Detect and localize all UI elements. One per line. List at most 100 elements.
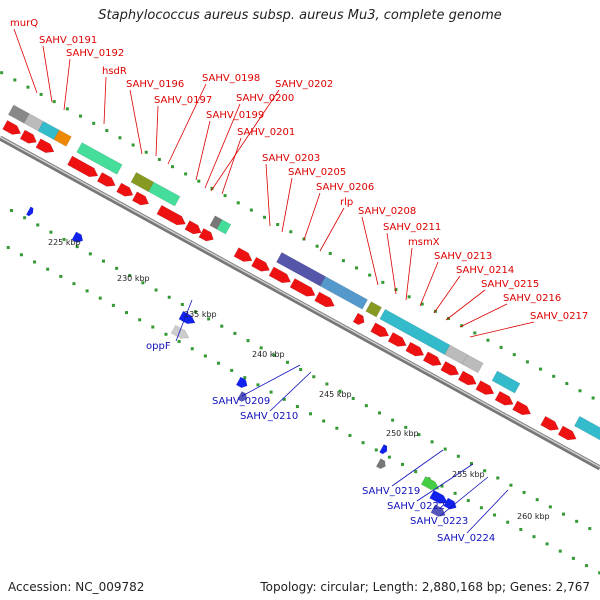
forward-cds	[131, 191, 150, 206]
tick-dot	[578, 389, 582, 393]
tick-dot	[417, 433, 421, 437]
forward-cds	[440, 361, 460, 376]
tick-dot	[407, 295, 411, 299]
tick-dot	[236, 201, 240, 205]
tick-dot	[193, 310, 197, 314]
tick-dot	[128, 274, 132, 278]
tick-dot	[65, 107, 69, 111]
tick-dot	[381, 280, 385, 284]
forward-cds-shape	[494, 390, 514, 406]
reverse-gene-label: oppF	[146, 341, 171, 352]
forward-cds	[405, 341, 425, 357]
forward-cds	[116, 182, 134, 197]
tick-dot	[19, 253, 23, 257]
label-leader	[42, 45, 53, 103]
label-leader	[416, 463, 474, 502]
forward-block-shape	[379, 308, 451, 355]
tick-dot	[496, 476, 500, 480]
tick-dot	[588, 527, 592, 531]
tick-dot	[85, 289, 89, 293]
tick-dot	[157, 157, 161, 161]
forward-gene-label: SAHV_0216	[503, 293, 561, 304]
forward-gene-label: SAHV_0192	[66, 48, 124, 59]
tick-dot	[591, 396, 595, 400]
tick-dot	[6, 246, 10, 250]
forward-cds	[512, 400, 532, 416]
tick-dot	[272, 353, 276, 357]
tick-dot	[13, 78, 17, 82]
tick-dot	[456, 454, 460, 458]
tick-dot	[377, 411, 381, 415]
tick-dot	[249, 208, 253, 212]
reverse-gene-label: SAHV_0223	[410, 516, 468, 527]
forward-block	[319, 276, 368, 310]
tick-dot	[299, 368, 303, 372]
reverse-cds	[235, 376, 248, 389]
tick-dot	[558, 549, 562, 553]
forward-cds-shape	[422, 351, 442, 367]
label-leader	[129, 89, 143, 155]
tick-dot	[285, 360, 289, 364]
reverse-cds	[237, 391, 247, 402]
forward-cds-shape	[251, 256, 270, 272]
reverse-gene-label: SAHV_0219	[362, 486, 420, 497]
tick-dot	[325, 382, 329, 386]
forward-block	[379, 308, 451, 355]
tick-dot	[401, 462, 405, 466]
tick-dot	[118, 136, 122, 140]
tick-dot	[364, 404, 368, 408]
forward-cds-shape	[67, 155, 99, 178]
forward-gene-label: SAHV_0211	[383, 222, 441, 233]
forward-gene-label: SAHV_0217	[530, 311, 588, 322]
tick-dot	[33, 260, 37, 264]
forward-cds-shape	[116, 182, 134, 197]
forward-block-shape	[444, 344, 468, 365]
tick-dot	[246, 339, 250, 343]
tick-dot	[522, 490, 526, 494]
label-leader	[459, 303, 508, 328]
tick-dot	[72, 282, 76, 286]
label-leader	[221, 137, 242, 195]
tick-dot	[75, 245, 79, 249]
forward-cds	[251, 256, 270, 272]
forward-cds-shape	[233, 247, 253, 262]
forward-cds-shape	[475, 380, 495, 395]
forward-block-shape	[53, 129, 72, 147]
label-leader	[405, 247, 413, 301]
forward-block	[148, 181, 181, 207]
forward-cds	[67, 155, 99, 178]
tick-dot	[289, 230, 293, 234]
label-leader	[391, 449, 444, 487]
reverse-gene-label: SAHV_0209	[212, 396, 270, 407]
reverse-cds-shape	[71, 231, 84, 243]
tick-dot	[101, 259, 105, 263]
tick-dot	[387, 455, 391, 459]
tick-dot	[154, 288, 158, 292]
tick-dot	[111, 303, 115, 307]
tick-dot	[164, 332, 168, 336]
forward-cds	[352, 312, 365, 326]
tick-dot	[548, 505, 552, 509]
label-leader	[155, 105, 159, 157]
forward-cds-shape	[2, 120, 22, 135]
tick-dot	[460, 324, 464, 328]
tick-dot	[479, 506, 483, 510]
forward-gene-label: SAHV_0205	[288, 167, 346, 178]
forward-block	[573, 415, 600, 444]
tick-dot	[26, 85, 30, 89]
tick-dot	[177, 340, 181, 344]
tick-dot	[532, 535, 536, 539]
map-title: Staphylococcus aureus subsp. aureus Mu3,…	[98, 8, 502, 23]
tick-dot	[309, 412, 313, 416]
forward-cds	[370, 322, 390, 338]
forward-gene-label: SAHV_0214	[456, 265, 514, 276]
label-leader	[386, 232, 397, 295]
label-leader	[210, 89, 280, 192]
tick-dot	[404, 425, 408, 429]
forward-block-shape	[216, 219, 232, 235]
tick-dot	[141, 281, 145, 285]
forward-cds-shape	[557, 425, 577, 441]
forward-block-shape	[319, 276, 368, 310]
tick-dot	[9, 209, 13, 213]
tick-dot	[125, 311, 129, 315]
